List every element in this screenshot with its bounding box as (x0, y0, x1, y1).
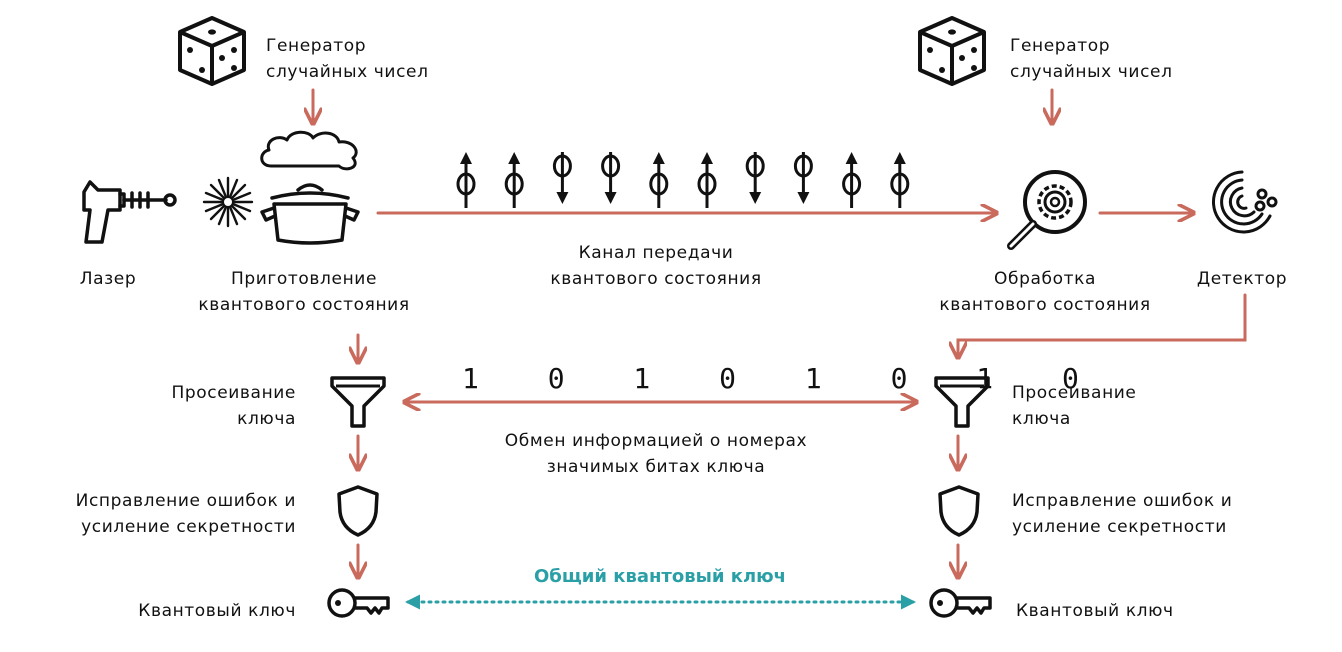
shared-key-label: Общий квантовый ключ (533, 566, 787, 587)
detector-label: Детектор (1196, 269, 1288, 289)
funnel-icon (330, 376, 386, 428)
right-ec-label: Исправление ошибок и усиление секретност… (1012, 491, 1233, 537)
magnifier-gear-icon (1007, 170, 1087, 250)
photon-down-icon (601, 152, 621, 204)
channel-label: Канал передачи квантового состояния (550, 243, 762, 289)
funnel-icon (934, 376, 990, 428)
laser-gun-icon (82, 180, 177, 244)
key-bits: 1 0 1 0 1 0 1 0 (462, 362, 1105, 395)
photon-up-icon (842, 152, 862, 208)
dice-icon (178, 16, 246, 86)
laser-label: Лазер (79, 269, 137, 289)
arrow-detector-to-sift (958, 293, 1247, 356)
laser-burst-icon (202, 176, 254, 228)
key-icon (327, 588, 390, 618)
left-rng-label: Генератор случайных чисел (266, 36, 429, 82)
photon-down-icon (745, 152, 765, 204)
right-sift-label: Просеивание ключа (1012, 383, 1137, 429)
photon-sequence (456, 152, 910, 208)
right-proc-label: Обработка квантового состояния (939, 269, 1151, 315)
photon-down-icon (793, 152, 813, 204)
cloud-icon (260, 130, 358, 171)
shield-icon (337, 485, 379, 537)
exchange-label: Обмен информацией о номерах значимых бит… (504, 431, 808, 477)
left-sift-label: Просеивание ключа (171, 383, 296, 429)
key-icon (929, 588, 992, 618)
right-key-label: Квантовый ключ (1016, 601, 1174, 621)
photon-up-icon (697, 152, 717, 208)
detector-icon (1212, 170, 1278, 234)
photon-up-icon (890, 152, 910, 208)
photon-up-icon (504, 152, 524, 208)
dice-icon (918, 16, 986, 86)
shield-icon (938, 485, 980, 537)
left-ec-label: Исправление ошибок и усиление секретност… (75, 491, 296, 537)
right-rng-label: Генератор случайных чисел (1010, 36, 1173, 82)
pot-icon (260, 183, 360, 245)
photon-up-icon (649, 152, 669, 208)
left-prep-label: Приготовление квантового состояния (198, 269, 410, 315)
left-key-label: Квантовый ключ (138, 601, 296, 621)
photon-up-icon (456, 152, 476, 208)
photon-down-icon (552, 152, 572, 204)
